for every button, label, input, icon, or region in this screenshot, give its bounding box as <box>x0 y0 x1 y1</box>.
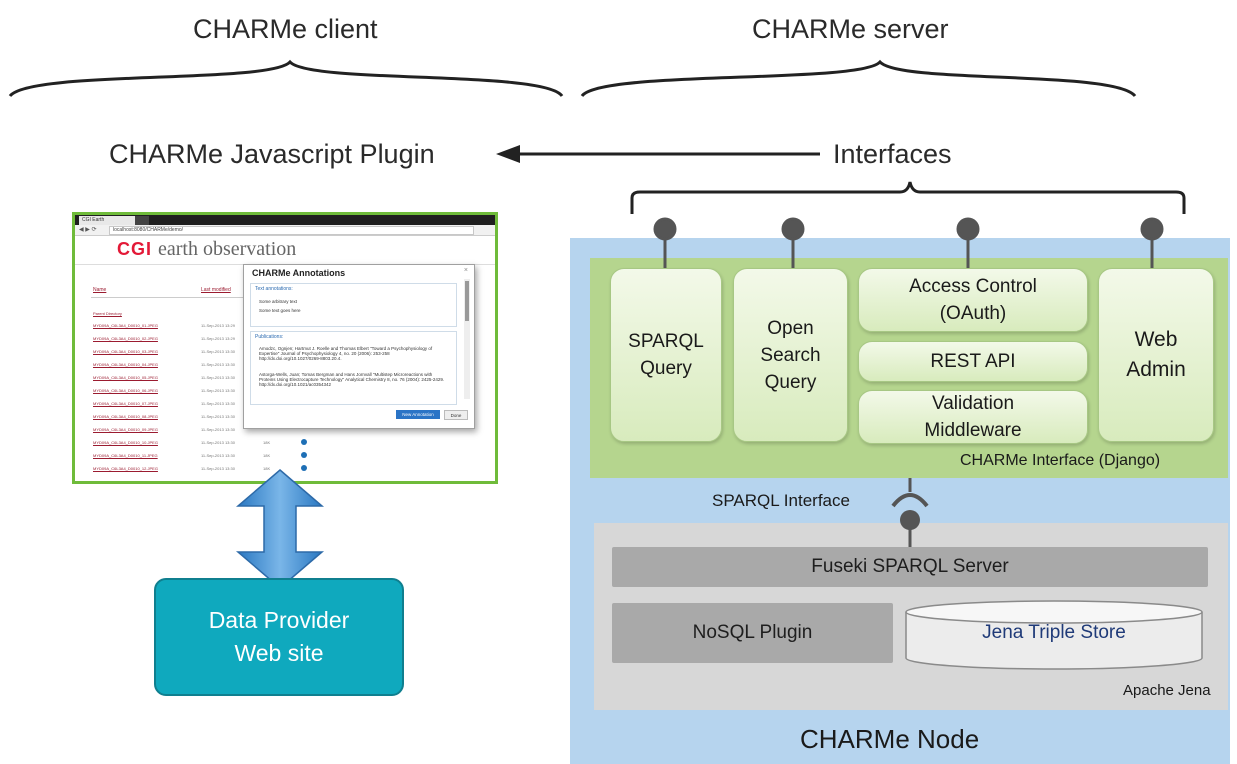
charme-annotation-icon <box>301 439 307 445</box>
file-size: 18K <box>263 453 271 458</box>
nosql-plugin-box: NoSQL Plugin <box>612 603 893 663</box>
parent-directory-link: Parent Directory <box>93 311 122 316</box>
client-label: CHARMe client <box>193 14 378 44</box>
browser-tab-bar: CGI Earth Observation <box>75 215 495 232</box>
done-button: Done <box>444 410 468 420</box>
interfaces-label: Interfaces <box>833 139 952 169</box>
dialog-title: CHARMe Annotations <box>252 268 346 278</box>
browser-tab: CGI Earth Observation <box>79 216 135 232</box>
file-date: 11-Sep-2013 13:30 <box>201 414 235 419</box>
text-annotation-item: Some arbitrary text <box>259 299 298 304</box>
text-annotations-heading: Text annotations: <box>255 286 293 292</box>
charme-node-label: CHARMe Node <box>800 724 980 754</box>
file-name: MYD09A_C6L3A4_D0010_11.JPEG <box>93 453 158 458</box>
file-date: 11-Sep-2013 13:30 <box>201 453 235 458</box>
file-size: 18K <box>263 466 271 471</box>
file-name: MYD09A_C6L3A4_D0010_04.JPEG <box>93 362 158 367</box>
publication-item: Astorga-Wells, Juan; Tomas Bergman and H… <box>259 372 445 387</box>
nav-arrows-icon: ◀ ▶ ⟳ <box>79 227 97 233</box>
file-name: MYD09A_C6L3A4_D0010_12.JPEG <box>93 466 158 471</box>
client-screenshot: CGI Earth Observation ◀ ▶ ⟳ localhost:80… <box>72 212 498 484</box>
file-name: MYD09A_C6L3A4_D0010_09.JPEG <box>93 427 158 432</box>
charme-annotation-icon <box>301 465 307 471</box>
file-date: 11-Sep-2013 13:29 <box>201 323 235 328</box>
data-provider-line2: Web site <box>234 640 324 666</box>
charme-annotation-icon <box>301 452 307 458</box>
dialog-scrollbar <box>464 279 470 399</box>
file-name: MYD09A_C6L3A4_D0010_08.JPEG <box>93 414 158 419</box>
plugin-label: CHARMe Javascript Plugin <box>109 139 435 169</box>
text-annotations-section: Text annotations: Some arbitrary text So… <box>250 283 457 327</box>
file-date: 11-Sep-2013 13:30 <box>201 440 235 445</box>
file-name: MYD09A_C6L3A4_D0010_05.JPEG <box>93 375 158 380</box>
fuseki-server-bar: Fuseki SPARQL Server <box>612 547 1208 587</box>
file-name: MYD09A_C6L3A4_D0010_03.JPEG <box>93 349 158 354</box>
file-date: 11-Sep-2013 13:30 <box>201 401 235 406</box>
url-field: localhost:8080/CHARMe/demo/ <box>109 226 474 235</box>
cgi-logo: CGI <box>117 239 153 259</box>
file-date: 11-Sep-2013 13:30 <box>201 349 235 354</box>
publications-section: Publications: Amodzc, Ognjen; Hartmut J.… <box>250 331 457 405</box>
triple-store-cylinder <box>905 600 1203 670</box>
file-name: MYD09A_C6L3A4_D0010_10.JPEG <box>93 440 158 445</box>
column-name: Name <box>93 287 107 293</box>
column-modified: Last modified <box>201 287 231 293</box>
data-provider-box: Data Provider Web site <box>154 578 404 696</box>
text-annotation-item: Some text goes here <box>259 308 301 313</box>
file-date: 11-Sep-2013 13:30 <box>201 427 235 432</box>
file-date: 11-Sep-2013 13:29 <box>201 336 235 341</box>
earth-observation-logo-text: earth observation <box>158 238 297 260</box>
address-bar: ◀ ▶ ⟳ localhost:8080/CHARMe/demo/ <box>75 225 495 236</box>
sparql-interface-label: SPARQL Interface <box>712 491 850 510</box>
rest-api-box: REST API <box>858 341 1088 382</box>
new-annotation-button: New Annotation <box>396 410 440 419</box>
file-name: MYD09A_C6L3A4_D0010_06.JPEG <box>93 388 158 393</box>
annotations-dialog: CHARMe Annotations × Text annotations: S… <box>243 264 475 429</box>
close-icon: × <box>463 267 468 274</box>
data-provider-line1: Data Provider <box>208 607 350 633</box>
double-arrow <box>235 469 325 589</box>
server-label: CHARMe server <box>752 14 949 44</box>
new-tab <box>135 216 149 225</box>
triple-store-label: Jena Triple Store <box>982 622 1126 643</box>
file-date: 11-Sep-2013 13:30 <box>201 375 235 380</box>
file-name: MYD09A_C6L3A4_D0010_01.JPEG <box>93 323 158 328</box>
file-date: 11-Sep-2013 13:30 <box>201 362 235 367</box>
publications-heading: Publications: <box>255 334 284 340</box>
file-size: 18K <box>263 440 271 445</box>
access-control-box: Access Control(OAuth) <box>858 268 1088 332</box>
interface-layer-label: CHARMe Interface (Django) <box>960 452 1161 469</box>
file-date: 11-Sep-2013 13:30 <box>201 388 235 393</box>
file-name: MYD09A_C6L3A4_D0010_02.JPEG <box>93 336 158 341</box>
apache-jena-label: Apache Jena <box>1123 682 1211 699</box>
file-name: MYD09A_C6L3A4_D0010_07.JPEG <box>93 401 158 406</box>
publication-item: Amodzc, Ognjen; Hartmut J. Roelle and Th… <box>259 346 433 361</box>
file-date: 11-Sep-2013 13:30 <box>201 466 235 471</box>
